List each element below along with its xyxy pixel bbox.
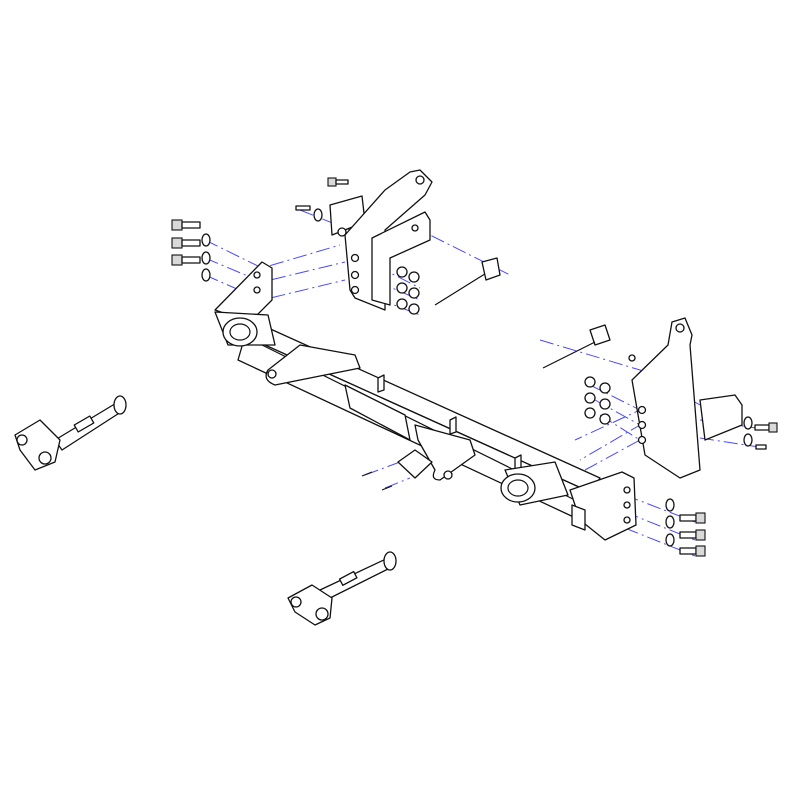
center-plate (397, 449, 433, 479)
crossbar (237, 321, 601, 521)
bolt (171, 237, 201, 249)
left-nut-set (337, 227, 420, 315)
right-nut-set (584, 354, 636, 425)
bolt (171, 219, 201, 231)
right-safety-chain-tab (414, 424, 476, 481)
center-screw (381, 485, 393, 491)
bolt (171, 254, 201, 266)
center-bend-section (344, 384, 411, 441)
upper-right-vehicle-bracket (589, 317, 743, 479)
bottom-tow-pin (287, 551, 397, 626)
left-receiver-bracket (214, 261, 276, 347)
center-screw (361, 471, 373, 477)
right-latch-plate (589, 324, 611, 346)
left-bolt-set (171, 177, 349, 282)
right-latch-wire (542, 341, 596, 369)
right-bolt-set (665, 416, 778, 557)
left-latch-wire (434, 271, 489, 306)
left-safety-chain-tab (265, 344, 361, 386)
right-receiver-bracket (500, 461, 637, 541)
left-tow-pin (14, 395, 127, 471)
left-latch-plate (481, 257, 501, 281)
upper-left-vehicle-bracket (329, 169, 433, 311)
